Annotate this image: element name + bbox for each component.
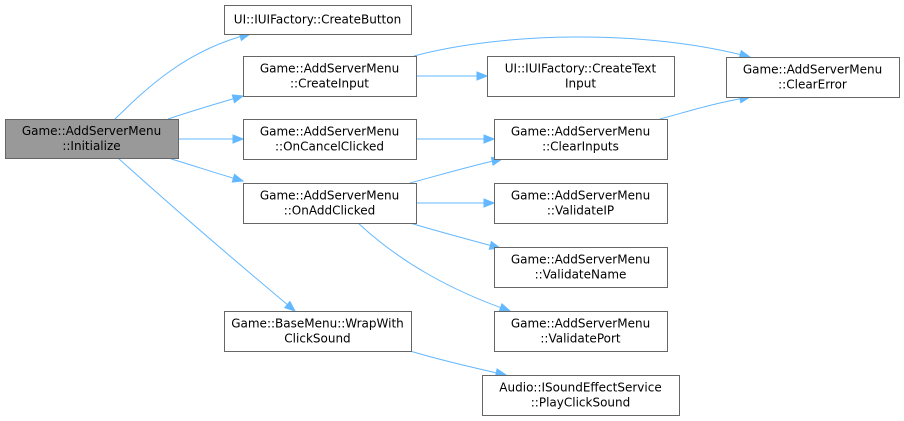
node-validate-ip[interactable]: Game::AddServerMenu::ValidateIP bbox=[494, 183, 668, 224]
edge-line bbox=[659, 96, 751, 120]
edge-create-input-to-create-text-input bbox=[416, 71, 489, 81]
node-label: ::OnCancelClicked bbox=[275, 140, 384, 154]
node-create-input[interactable]: Game::AddServerMenu::CreateInput bbox=[243, 56, 417, 97]
edge-line bbox=[409, 350, 507, 376]
node-initialize[interactable]: Game::AddServerMenu::Initialize bbox=[5, 119, 179, 159]
node-label: UI::IUIFactory::CreateText bbox=[505, 62, 657, 76]
node-box[interactable] bbox=[494, 311, 668, 352]
node-box[interactable] bbox=[243, 119, 417, 160]
node-label: Game::BaseMenu::WrapWith bbox=[231, 317, 404, 331]
node-box[interactable] bbox=[243, 56, 417, 97]
node-label: ::ClearError bbox=[778, 78, 847, 92]
node-box[interactable] bbox=[224, 5, 412, 35]
arrowhead-icon bbox=[231, 173, 245, 183]
edge-on-add-clicked-to-clear-inputs bbox=[409, 156, 504, 184]
arrowhead-icon bbox=[232, 134, 245, 144]
node-label: Game::AddServerMenu bbox=[511, 317, 650, 331]
node-label: UI::IUIFactory::CreateButton bbox=[234, 13, 401, 27]
node-box[interactable] bbox=[224, 311, 412, 352]
node-box[interactable] bbox=[494, 247, 668, 288]
edge-on-cancel-clicked-to-clear-inputs bbox=[416, 134, 496, 144]
node-label: Game::AddServerMenu bbox=[260, 189, 399, 203]
node-box[interactable] bbox=[494, 183, 668, 224]
arrowhead-icon bbox=[283, 300, 297, 312]
node-play-click-sound[interactable]: Audio::ISoundEffectService::PlayClickSou… bbox=[482, 375, 680, 416]
node-box[interactable] bbox=[5, 119, 179, 159]
node-label: Game::AddServerMenu bbox=[260, 125, 399, 139]
node-label: ::ClearInputs bbox=[542, 140, 619, 154]
arrowhead-icon bbox=[231, 94, 245, 104]
node-label: Game::AddServerMenu bbox=[511, 253, 650, 267]
node-label: ::CreateInput bbox=[290, 77, 369, 91]
edge-line bbox=[117, 157, 296, 312]
edges-layer bbox=[114, 32, 752, 378]
arrowhead-icon bbox=[498, 302, 512, 312]
node-box[interactable] bbox=[726, 57, 900, 98]
node-validate-port[interactable]: Game::AddServerMenu::ValidatePort bbox=[494, 311, 668, 352]
edge-initialize-to-create-input bbox=[167, 94, 245, 120]
edge-line bbox=[114, 33, 251, 120]
node-label: ::PlayClickSound bbox=[531, 396, 631, 410]
arrowhead-icon bbox=[476, 71, 489, 81]
node-label: Audio::ISoundEffectService bbox=[499, 381, 661, 395]
edge-initialize-to-on-cancel-clicked bbox=[178, 134, 245, 144]
node-box[interactable] bbox=[482, 375, 680, 416]
edge-on-add-clicked-to-validate-ip bbox=[416, 198, 496, 208]
node-label: Input bbox=[565, 77, 596, 91]
edge-initialize-to-create-button bbox=[114, 32, 252, 120]
node-label: ::ValidateIP bbox=[547, 204, 614, 218]
edge-initialize-to-on-add-clicked bbox=[167, 157, 245, 183]
node-label: ClickSound bbox=[284, 332, 350, 346]
node-label: Game::AddServerMenu bbox=[511, 189, 650, 203]
edge-on-add-clicked-to-validate-port bbox=[357, 222, 512, 312]
node-create-button[interactable]: UI::IUIFactory::CreateButton bbox=[224, 5, 412, 35]
edge-wrap-with-click-sound-to-play-click-sound bbox=[409, 350, 508, 378]
node-label: Game::AddServerMenu bbox=[511, 125, 650, 139]
edge-line bbox=[167, 157, 244, 182]
node-clear-inputs[interactable]: Game::AddServerMenu::ClearInputs bbox=[494, 119, 668, 160]
node-validate-name[interactable]: Game::AddServerMenu::ValidateName bbox=[494, 247, 668, 288]
node-on-cancel-clicked[interactable]: Game::AddServerMenu::OnCancelClicked bbox=[243, 119, 417, 160]
edge-create-input-to-clear-error bbox=[413, 36, 752, 60]
nodes-layer: Game::AddServerMenu::Initialize UI::IUIFa… bbox=[5, 5, 900, 416]
edge-line bbox=[167, 95, 244, 120]
edge-clear-inputs-to-clear-error bbox=[659, 94, 752, 120]
node-on-add-clicked[interactable]: Game::AddServerMenu::OnAddClicked bbox=[243, 183, 417, 224]
node-box[interactable] bbox=[494, 119, 668, 160]
node-label: ::ValidateName bbox=[535, 268, 627, 282]
arrowhead-icon bbox=[483, 198, 496, 208]
node-label: Game::AddServerMenu bbox=[22, 124, 161, 138]
node-label: ::ValidatePort bbox=[540, 332, 621, 346]
node-label: ::OnAddClicked bbox=[284, 204, 376, 218]
edge-line bbox=[357, 222, 511, 312]
node-label: Game::AddServerMenu bbox=[260, 62, 399, 76]
edge-line bbox=[413, 36, 751, 58]
edge-line bbox=[409, 158, 503, 184]
edge-on-add-clicked-to-validate-name bbox=[409, 222, 502, 250]
arrowhead-icon bbox=[483, 134, 496, 144]
node-label: Game::AddServerMenu bbox=[743, 63, 882, 77]
node-box[interactable] bbox=[243, 183, 417, 224]
node-clear-error[interactable]: Game::AddServerMenu::ClearError bbox=[726, 57, 900, 98]
edge-initialize-to-wrap-with-click-sound bbox=[117, 157, 297, 312]
edge-line bbox=[409, 222, 501, 249]
node-label: ::Initialize bbox=[62, 139, 120, 153]
node-box[interactable] bbox=[487, 56, 675, 97]
